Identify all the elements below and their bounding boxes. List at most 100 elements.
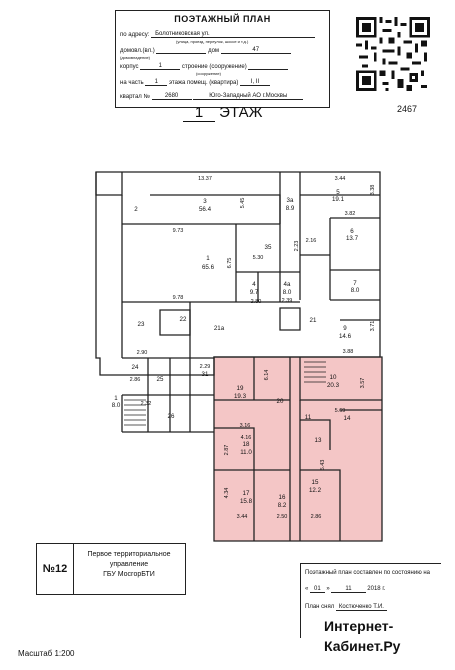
svg-text:35: 35 [265,244,272,251]
svg-text:2.90: 2.90 [137,350,148,356]
svg-text:3.82: 3.82 [345,211,356,217]
svg-text:25: 25 [157,376,164,383]
footer-year: 2018 [367,586,381,592]
svg-text:3.44: 3.44 [335,176,346,182]
dom-value: 47 [220,47,291,54]
svg-text:8.0: 8.0 [112,402,121,409]
svg-text:3.57: 3.57 [360,378,366,389]
svg-text:22: 22 [180,316,187,323]
svg-text:4: 4 [252,281,256,288]
svg-text:5.69: 5.69 [335,408,346,414]
floor-title: 1 ЭТАЖ [183,104,262,122]
svg-text:6.75: 6.75 [227,258,233,269]
svg-text:2.86: 2.86 [311,514,322,520]
svg-text:13: 13 [315,437,322,444]
footer-sign-label: План снял [305,604,335,610]
svg-text:31: 31 [202,371,209,378]
svg-text:9.7: 9.7 [250,289,259,296]
footer-date: « 01 » 11 2018 г. [305,586,386,593]
footer-year-suffix: г. [382,586,386,592]
svg-text:23: 23 [138,321,145,328]
room-value: I, II [240,79,271,86]
stamp-org-line2: управление [109,561,149,568]
svg-text:5.45: 5.45 [240,198,246,209]
svg-text:3.16: 3.16 [240,423,251,429]
svg-text:8.0: 8.0 [351,287,360,294]
svg-text:3.44: 3.44 [237,514,248,520]
house-hint: (домовладение) [120,55,151,60]
svg-text:9.78: 9.78 [173,295,184,301]
stamp-number: №12 [37,544,74,594]
plan-header-form: ПОЭТАЖНЫЙ ПЛАН по адресу: Болотниковская… [115,10,330,108]
svg-text:12.2: 12.2 [309,487,322,494]
svg-text:14.6: 14.6 [339,333,352,340]
house-label: домовл.(вл.) [120,48,155,54]
svg-text:6: 6 [350,228,354,235]
stroenie-hint: (сооружение) [196,71,221,76]
svg-text:20.3: 20.3 [327,382,340,389]
svg-text:15: 15 [312,479,319,486]
footer-certification: Поэтажный план составлен по состоянию на… [300,563,441,638]
floor-value: 1 [145,79,168,86]
svg-text:2.23: 2.23 [294,241,300,252]
svg-text:20: 20 [277,398,284,405]
stroenie-label: строение (сооружение) [181,64,247,70]
svg-text:15.8: 15.8 [240,498,253,505]
svg-text:2.50: 2.50 [277,514,288,520]
svg-text:2.29: 2.29 [200,364,211,370]
house-value [156,53,207,54]
svg-text:8.9: 8.9 [286,205,295,212]
floor-row: на часть 1 этажа помещ. (квартира) I, II [120,79,325,86]
svg-text:19.3: 19.3 [234,393,247,400]
korpus-label: корпус [120,64,139,70]
footer-month: 11 [331,586,366,593]
address-value: Болотниковская ул. [151,31,316,38]
svg-text:14: 14 [344,415,351,422]
address-row: по адресу: Болотниковская ул. [120,31,325,38]
svg-text:2.87: 2.87 [224,445,230,456]
svg-text:17: 17 [243,490,250,497]
svg-text:3.88: 3.88 [343,349,354,355]
stroenie-value [248,69,289,70]
plan-title: ПОЭТАЖНЫЙ ПЛАН [174,14,271,24]
svg-text:2: 2 [134,206,138,213]
svg-text:16: 16 [279,494,286,501]
svg-text:5.30: 5.30 [253,255,264,261]
svg-text:5: 5 [336,189,340,196]
svg-text:18: 18 [243,441,250,448]
highlighted-premises [214,357,382,541]
stamp-org-line1: Первое территориальное [87,551,171,558]
svg-text:3а: 3а [287,197,294,204]
svg-text:8.2: 8.2 [278,502,287,509]
svg-text:3.71: 3.71 [370,321,376,332]
svg-text:8.0: 8.0 [283,289,292,296]
svg-text:9.73: 9.73 [173,228,184,234]
dom-label: дом [208,48,220,54]
svg-text:9: 9 [343,325,347,332]
district-value: Юго-Западный АО г.Москвы [193,93,304,100]
svg-text:3.38: 3.38 [370,185,376,196]
svg-text:21а: 21а [214,325,225,332]
floor-label: на часть [120,80,144,86]
svg-text:11: 11 [305,414,312,421]
svg-text:11.0: 11.0 [240,449,252,456]
svg-text:24: 24 [132,364,139,371]
korpus-value: 1 [140,63,181,70]
house-row: домовл.(вл.) дом 47 [120,47,325,54]
footer-line1: Поэтажный план составлен по состоянию на [305,570,431,576]
footer-day: 01 [310,586,325,593]
svg-text:10: 10 [330,374,337,381]
floor-label-text: ЭТАЖ [219,104,263,121]
watermark-line1: Интернет- [324,618,394,634]
svg-text:19: 19 [237,385,244,392]
room-label: этажа помещ. (квартира) [169,80,239,86]
svg-text:21: 21 [310,317,317,324]
svg-text:4а: 4а [284,281,291,288]
staircase [124,361,326,426]
svg-text:2.16: 2.16 [306,238,317,244]
watermark: Интернет- Кабинет.Ру [320,614,455,666]
svg-text:26: 26 [168,413,175,420]
svg-text:1: 1 [206,255,210,262]
korpus-row: корпус 1 строение (сооружение) [120,63,325,70]
